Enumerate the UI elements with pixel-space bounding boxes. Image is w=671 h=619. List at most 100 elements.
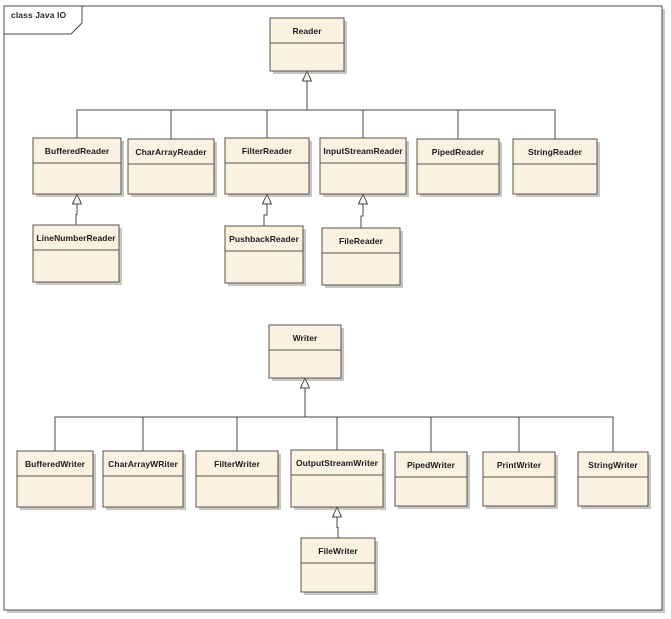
class-node[interactable]: FilterReader [224, 137, 312, 197]
class-node-box[interactable] [16, 450, 94, 508]
class-node-title: InputStreamReader [323, 146, 403, 156]
class-node-attributes-compartment[interactable] [320, 163, 406, 194]
class-node-title: PipedReader [432, 147, 485, 157]
generalization-arrowhead [301, 69, 313, 82]
edge-vertical-segment [263, 204, 268, 226]
class-node[interactable]: FilterWriter [195, 450, 281, 510]
class-node-title: PushbackReader [229, 234, 299, 244]
class-node-box[interactable] [32, 137, 122, 195]
class-node-box[interactable] [577, 451, 649, 507]
generalization-arrowhead [357, 192, 369, 205]
edge-bus-segment [236, 416, 305, 451]
generalization-edge[interactable] [261, 192, 273, 226]
edge-bus-segment [307, 109, 556, 139]
class-node-attributes-compartment[interactable] [128, 164, 214, 194]
class-node[interactable]: CharArrayWRiter [102, 450, 186, 510]
class-node-title: OutputStreamWriter [296, 458, 379, 468]
class-node[interactable]: FileReader [321, 227, 403, 288]
class-node[interactable]: PipedReader [416, 138, 502, 197]
class-node-title: BufferedWriter [25, 459, 86, 469]
class-node[interactable]: BufferedReader [32, 137, 124, 197]
generalization-arrowhead [331, 505, 343, 518]
frame-border [3, 5, 663, 611]
generalization-edge[interactable] [71, 192, 83, 225]
class-node-title: CharArrayReader [135, 147, 207, 157]
class-node-attributes-compartment[interactable] [225, 251, 303, 283]
class-node[interactable]: PrintWriter [482, 451, 558, 509]
class-node[interactable]: Writer [268, 324, 344, 381]
frame-label-tab [3, 5, 83, 35]
class-node[interactable]: Reader [269, 17, 347, 74]
class-node-attributes-compartment[interactable] [103, 476, 183, 507]
class-node[interactable]: LineNumberReader [32, 224, 122, 285]
class-node-title: Writer [293, 333, 318, 343]
class-node-title: CharArrayWRiter [108, 459, 178, 469]
class-node[interactable]: OutputStreamWriter [290, 449, 386, 510]
class-node[interactable]: PushbackReader [224, 225, 306, 286]
class-node-attributes-compartment[interactable] [301, 563, 375, 592]
class-node-attributes-compartment[interactable] [33, 163, 121, 194]
class-node[interactable]: StringReader [512, 138, 600, 197]
generalization-edge[interactable] [301, 69, 556, 139]
generalization-edges [54, 69, 614, 538]
class-node[interactable]: FileWriter [300, 537, 378, 595]
class-node-box[interactable] [482, 451, 556, 507]
class-node-attributes-compartment[interactable] [417, 164, 499, 194]
class-node-attributes-compartment[interactable] [291, 475, 383, 507]
class-node-title: StringReader [528, 147, 583, 157]
edge-bus-segment [266, 109, 307, 138]
class-node-box[interactable] [290, 449, 384, 508]
frame-label-text: class Java IO [11, 10, 66, 20]
class-node-box[interactable] [300, 537, 376, 593]
edge-vertical-segment [360, 204, 364, 228]
generalization-arrowhead [71, 192, 83, 205]
class-node-title: PrintWriter [497, 460, 542, 470]
generalization-edge[interactable] [357, 192, 369, 228]
class-node[interactable]: StringWriter [577, 451, 651, 509]
class-node-box[interactable] [416, 138, 500, 195]
class-node-attributes-compartment[interactable] [225, 163, 309, 194]
class-node-title: Reader [292, 26, 322, 36]
class-node[interactable]: InputStreamReader [319, 137, 409, 197]
class-node[interactable]: BufferedWriter [16, 450, 96, 510]
class-node-box[interactable] [224, 225, 304, 284]
class-node-box[interactable] [268, 324, 342, 379]
class-node-title: FileWriter [318, 546, 358, 556]
class-node-title: FilterReader [242, 146, 293, 156]
class-node-title: LineNumberReader [36, 233, 116, 243]
class-node-attributes-compartment[interactable] [17, 476, 93, 507]
edge-bus-segment [170, 109, 307, 139]
class-node[interactable]: CharArrayReader [127, 138, 217, 197]
class-node-box[interactable] [321, 227, 401, 286]
class-node-attributes-compartment[interactable] [395, 477, 467, 506]
class-node-box[interactable] [269, 17, 345, 72]
class-node-attributes-compartment[interactable] [483, 477, 555, 506]
edge-vertical-segment [336, 517, 339, 538]
class-node-attributes-compartment[interactable] [269, 350, 341, 378]
generalization-edge[interactable] [299, 376, 614, 452]
class-node-box[interactable] [127, 138, 215, 195]
class-node-attributes-compartment[interactable] [322, 253, 400, 285]
class-node-title: FilterWriter [214, 459, 260, 469]
class-node-attributes-compartment[interactable] [270, 43, 344, 71]
class-node-attributes-compartment[interactable] [33, 250, 119, 282]
class-node-box[interactable] [32, 224, 120, 283]
class-node-attributes-compartment[interactable] [578, 477, 648, 506]
class-node-title: BufferedReader [45, 146, 110, 156]
class-node-attributes-compartment[interactable] [196, 476, 278, 507]
class-node-box[interactable] [102, 450, 184, 508]
class-node-box[interactable] [319, 137, 407, 195]
class-node[interactable]: PipedWriter [394, 451, 470, 509]
diagram-frame: class Java IO [3, 5, 665, 613]
edge-vertical-segment [75, 204, 78, 225]
class-node-box[interactable] [512, 138, 598, 195]
generalization-edge[interactable] [331, 505, 343, 538]
class-node-box[interactable] [195, 450, 279, 508]
class-node-box[interactable] [224, 137, 310, 195]
class-node-box[interactable] [394, 451, 468, 507]
generalization-arrowhead [299, 376, 311, 389]
class-node-attributes-compartment[interactable] [513, 164, 597, 194]
